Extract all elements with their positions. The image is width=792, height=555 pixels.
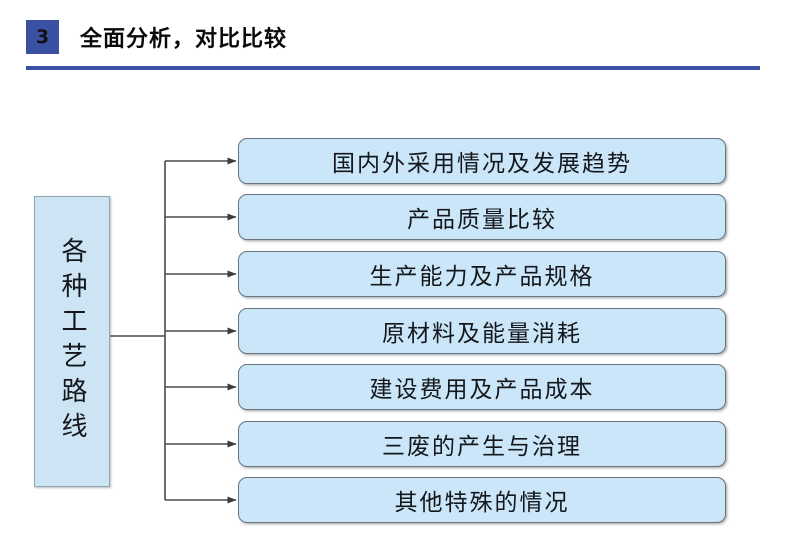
section-number-badge: 3: [26, 20, 59, 54]
branch-node-6-label: 三废的产生与治理: [382, 434, 582, 460]
header-divider: [26, 66, 760, 70]
root-node-process-routes[interactable]: 各种工艺路线: [34, 196, 110, 487]
branch-node-1-label: 国内外采用情况及发展趋势: [332, 151, 632, 177]
root-node-label: 各种工艺路线: [57, 236, 87, 447]
branch-node-4[interactable]: 原材料及能量消耗: [238, 308, 726, 354]
branch-node-2-label: 产品质量比较: [407, 207, 557, 233]
branch-node-4-label: 原材料及能量消耗: [382, 321, 582, 347]
branch-node-5[interactable]: 建设费用及产品成本: [238, 364, 726, 410]
branch-node-2[interactable]: 产品质量比较: [238, 194, 726, 240]
page-title: 全面分析，对比比较: [80, 27, 288, 52]
branch-node-3[interactable]: 生产能力及产品规格: [238, 251, 726, 297]
branch-node-1[interactable]: 国内外采用情况及发展趋势: [238, 138, 726, 184]
branch-node-6[interactable]: 三废的产生与治理: [238, 421, 726, 467]
branch-node-5-label: 建设费用及产品成本: [369, 377, 595, 403]
branch-node-7[interactable]: 其他特殊的情况: [238, 477, 726, 523]
branch-node-3-label: 生产能力及产品规格: [369, 264, 595, 290]
branch-node-7-label: 其他特殊的情况: [394, 490, 570, 516]
